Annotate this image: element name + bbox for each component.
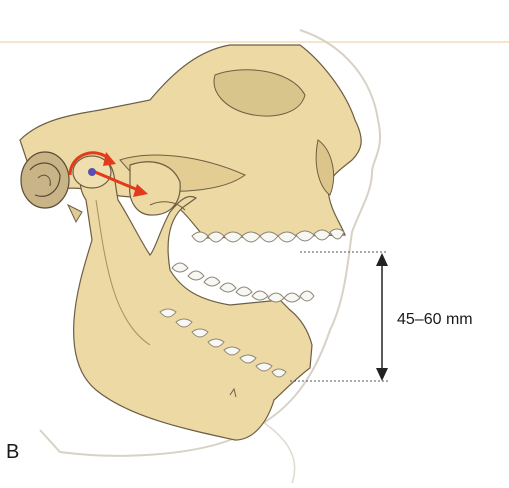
measurement-label: 45–60 mm: [397, 311, 473, 329]
condyle-dot: [88, 168, 96, 176]
neck-outline: [260, 420, 295, 483]
vertical-double-arrow: [376, 253, 388, 381]
panel-label: B: [6, 441, 19, 464]
styloid-process: [68, 205, 82, 222]
ear-bone: [21, 152, 69, 208]
